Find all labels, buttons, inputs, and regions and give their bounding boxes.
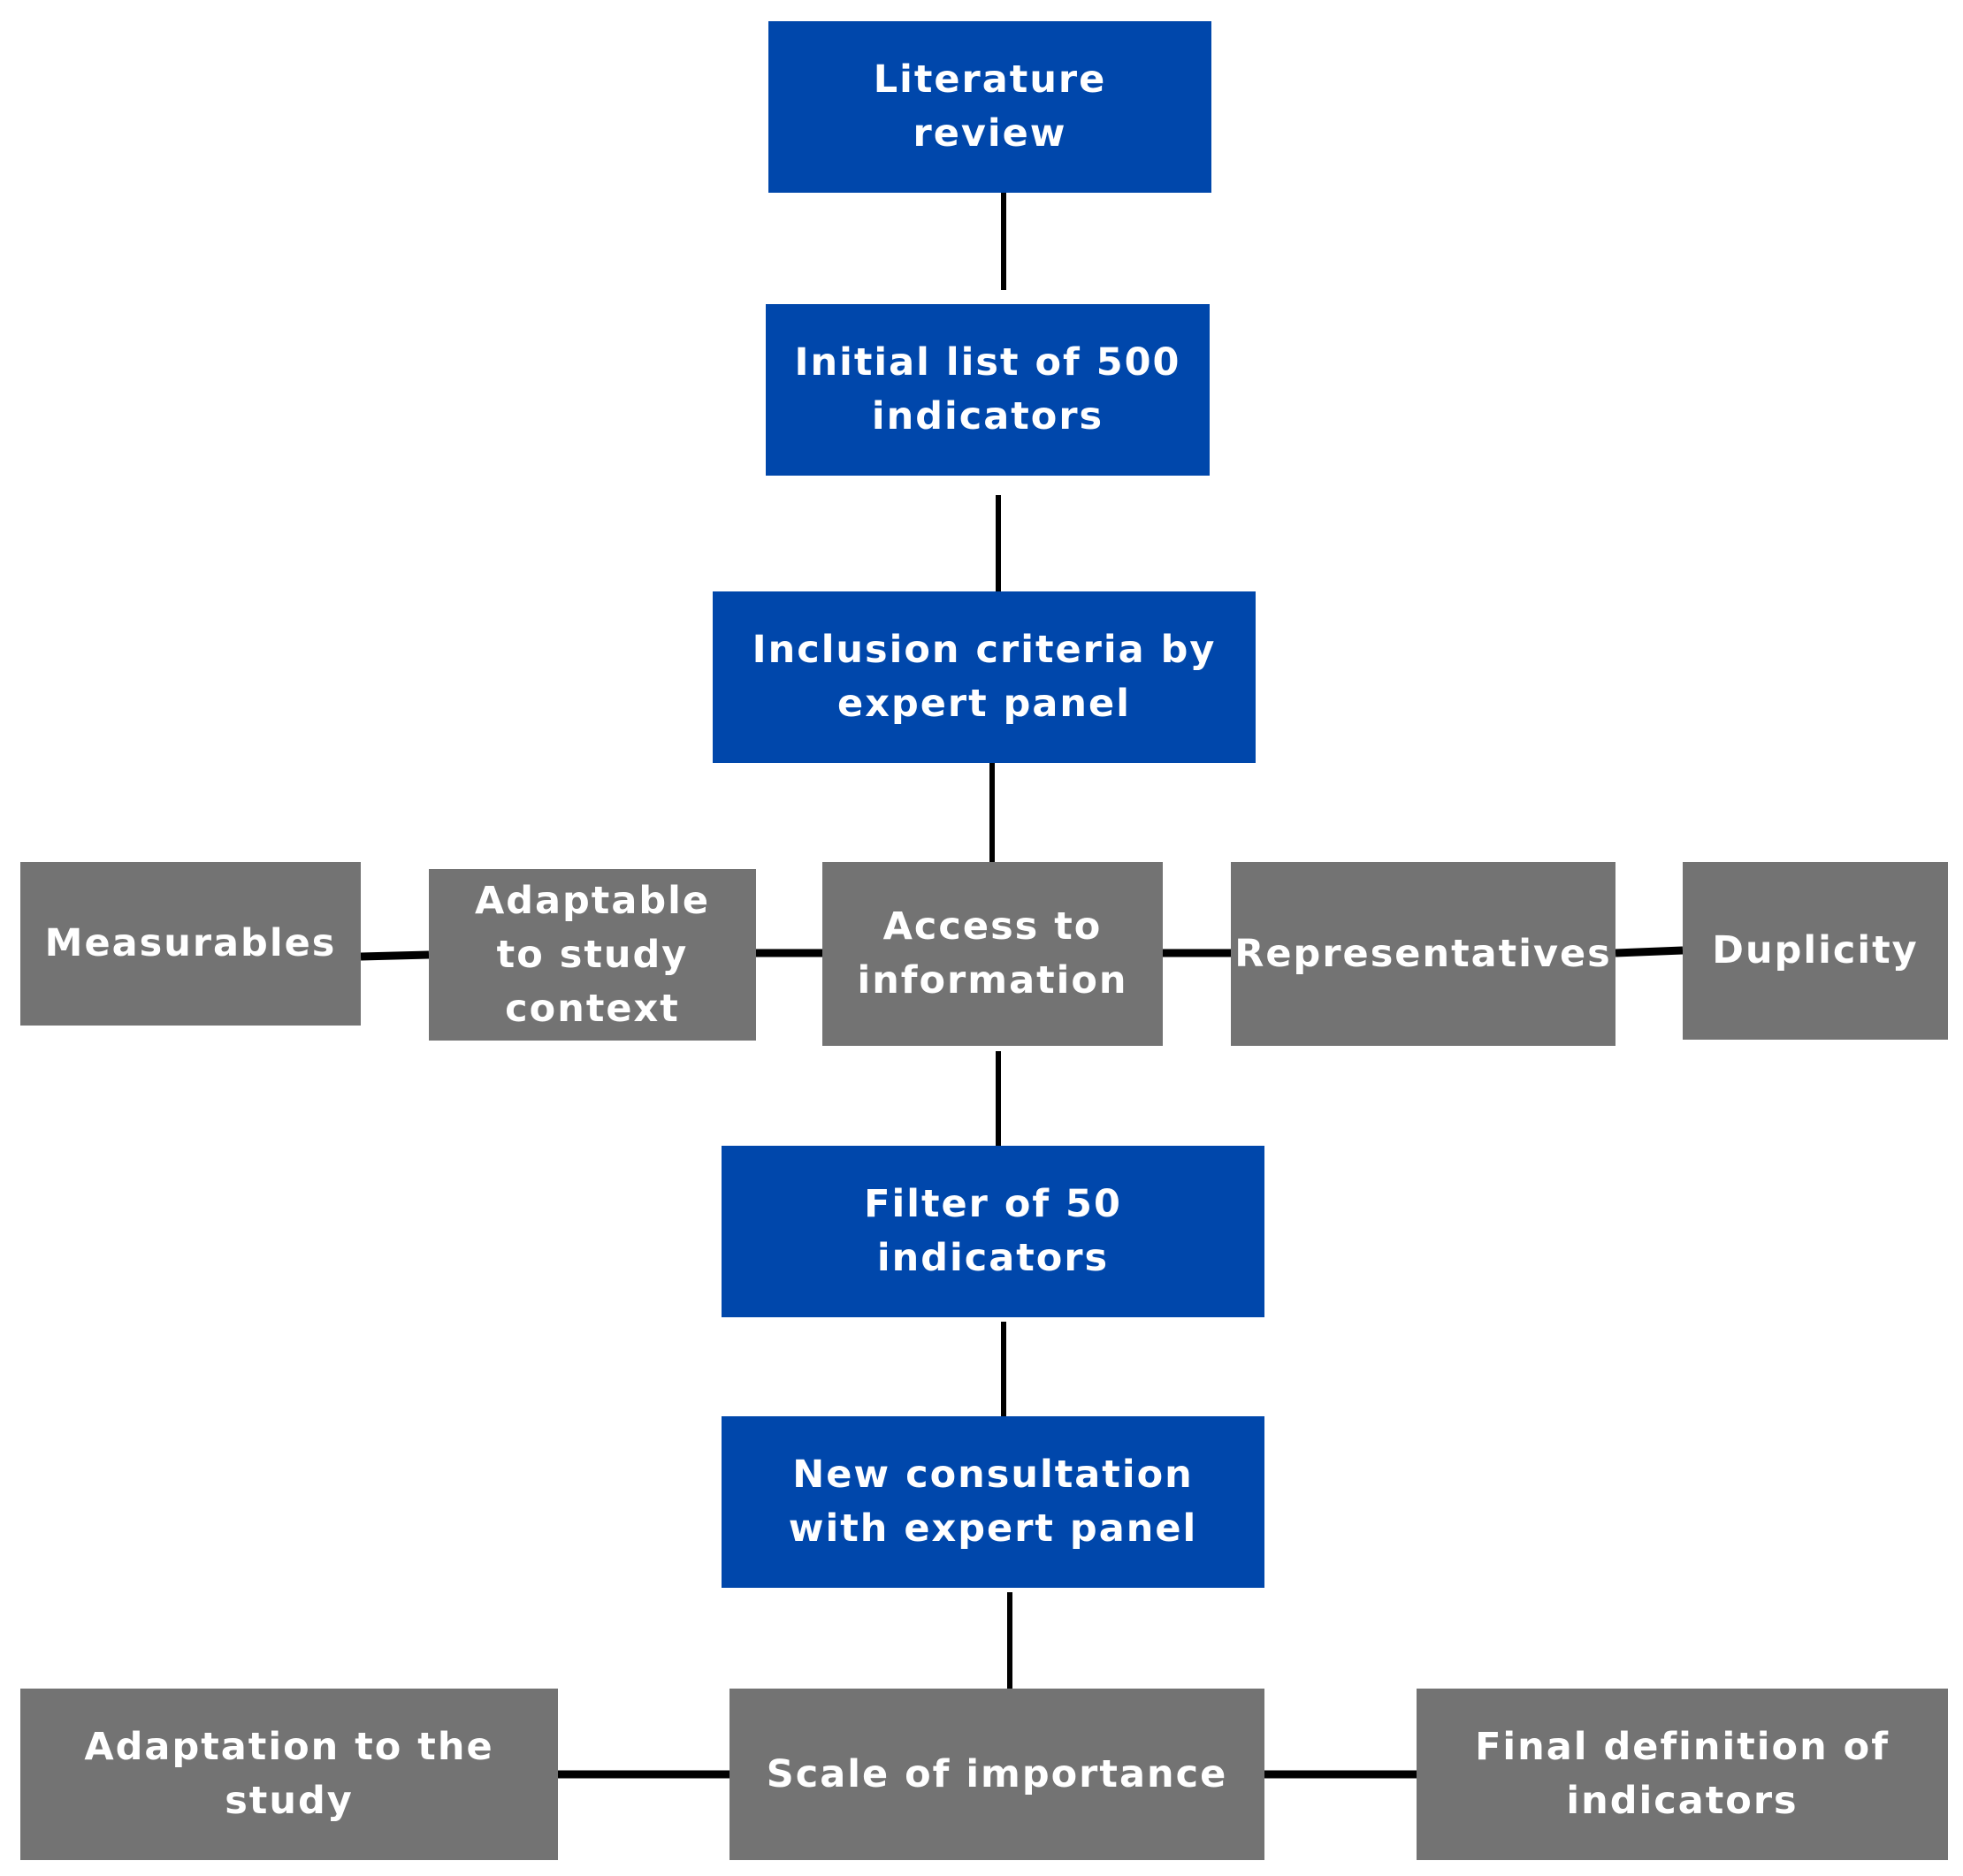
node-access-information-label: Access to information	[857, 904, 1128, 1003]
node-adaptable-label: Adaptable to study context	[474, 878, 711, 1031]
node-literature-review-label: Literature review	[873, 57, 1107, 156]
node-scale-importance: Scale of importance	[729, 1689, 1264, 1860]
node-filter: Filter of 50 indicators	[722, 1146, 1264, 1317]
node-duplicity: Duplicity	[1683, 862, 1948, 1040]
node-measurables-label: Measurables	[44, 921, 337, 965]
node-scale-importance-label: Scale of importance	[766, 1751, 1228, 1796]
connector-representatives-duplicity	[1615, 946, 1684, 957]
node-access-information: Access to information	[822, 862, 1163, 1046]
node-inclusion-criteria-label: Inclusion criteria by expert panel	[752, 628, 1217, 726]
node-representatives-label: Representatives	[1234, 931, 1612, 976]
node-literature-review: Literature review	[768, 21, 1211, 193]
node-filter-label: Filter of 50 indicators	[864, 1182, 1122, 1280]
node-initial-list: Initial list of 500 indicators	[766, 304, 1210, 476]
node-adaptation: Adaptation to the study	[20, 1689, 558, 1860]
node-new-consultation-label: New consultation with expert panel	[788, 1453, 1198, 1551]
node-inclusion-criteria: Inclusion criteria by expert panel	[713, 591, 1256, 763]
node-duplicity-label: Duplicity	[1712, 928, 1919, 972]
node-new-consultation: New consultation with expert panel	[722, 1416, 1264, 1588]
connector-measurables-adaptable	[360, 950, 430, 961]
node-initial-list-label: Initial list of 500 indicators	[794, 340, 1181, 438]
node-representatives: Representatives	[1231, 862, 1615, 1046]
node-final-definition-label: Final definition of indicators	[1475, 1725, 1890, 1823]
node-measurables: Measurables	[20, 862, 361, 1026]
node-adaptable: Adaptable to study context	[429, 869, 756, 1041]
node-final-definition: Final definition of indicators	[1417, 1689, 1948, 1860]
node-adaptation-label: Adaptation to the study	[84, 1725, 494, 1823]
